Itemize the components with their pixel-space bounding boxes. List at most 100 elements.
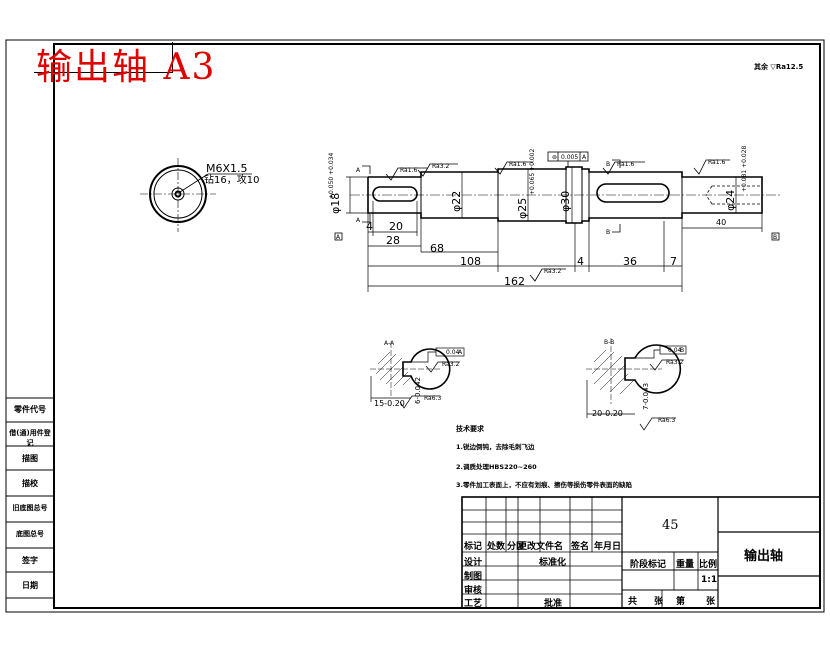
section-mark-b-bottom: B <box>606 229 610 236</box>
dim-d24-tol: +0.081 +0.028 <box>741 146 748 192</box>
section-aa-datum: A <box>458 349 463 356</box>
section-aa-r32: Ra3.2 <box>442 361 459 368</box>
roughness-labels: Ra1.6 Ra3.2 Ra1.6 Ra1.6 Ra1.6 Ra3.2 ⊚ 0.… <box>336 154 777 424</box>
section-bb-datum: B <box>680 347 684 354</box>
section-aa-tol: 0.04 <box>446 349 460 356</box>
strip-date: 日期 <box>22 581 38 590</box>
lbl-review: 审核 <box>464 586 483 596</box>
lbl-standard: 标准化 <box>539 558 567 568</box>
section-bb-tol: 0.04 <box>668 347 682 354</box>
section-aa-label: A-A <box>384 340 395 347</box>
tech-note-2: 2.调质处理HBS220~260 <box>456 463 537 471</box>
lbl-approve: 批准 <box>544 599 563 609</box>
roughness-16a: Ra1.6 <box>400 167 417 174</box>
shaft-labels: M6X1.5 钻16，攻10 20 4 28 68 108 4 36 7 162… <box>204 146 748 288</box>
strip-part-code: 零件代号 <box>14 405 46 414</box>
section-bb-label: B-B <box>604 339 614 346</box>
roughness-symbols <box>385 159 730 282</box>
tolerance-frame <box>547 151 589 167</box>
section-mark-b-top: B <box>606 161 610 168</box>
strip-trace-check: 描校 <box>22 479 38 488</box>
strip-common-register: 借(通)用件登记 <box>9 429 51 447</box>
datum-b-label: B <box>773 234 777 241</box>
dim-d25-tol: +0.065 +0.002 <box>529 149 536 195</box>
dim-d24: φ24 <box>724 190 737 211</box>
section-aa-drawing <box>370 342 465 409</box>
roughness-16c: Ra1.6 <box>617 161 634 168</box>
tech-note-3: 3.零件加工表面上，不应有划痕、擦伤等损伤零件表面的缺陷 <box>456 481 632 489</box>
section-aa-width: 15-0.20 <box>374 399 405 408</box>
hdr-zone: 分区 <box>507 542 526 552</box>
datum-markers <box>334 159 780 241</box>
lbl-page: 第 <box>676 597 686 607</box>
lbl-weight: 重量 <box>676 560 695 570</box>
roughness-16d: Ra1.6 <box>708 159 725 166</box>
dim-68: 68 <box>430 242 444 255</box>
tol-datum: A <box>582 154 587 161</box>
hdr-sign: 签名 <box>571 542 590 552</box>
tech-note-1: 1.锐边倒钝，去除毛刺飞边 <box>456 443 535 451</box>
roughness-32b: Ra3.2 <box>544 268 561 275</box>
left-strip-grid <box>6 397 54 599</box>
section-bb-r63: Ra6.3 <box>658 417 675 424</box>
tol-value: 0.005 <box>561 154 578 161</box>
dim-7: 7 <box>670 255 677 268</box>
section-bb-width: 20-0.20 <box>592 409 623 418</box>
dim-d18-tol: +0.050 +0.034 <box>328 153 335 199</box>
part-name: 输出轴 <box>744 549 784 564</box>
dim-d30: φ30 <box>559 191 572 212</box>
general-roughness: 其余 ▽Ra12.5 <box>754 63 804 71</box>
dim-20: 20 <box>389 220 403 233</box>
dim-36: 36 <box>623 255 637 268</box>
hdr-mark: 标记 <box>464 542 483 552</box>
lbl-stage: 阶段标记 <box>630 560 667 570</box>
strip-old-base-no: 旧底图总号 <box>12 504 48 512</box>
lbl-design: 设计 <box>464 558 483 568</box>
dim-4a: 4 <box>366 220 373 233</box>
section-bb-drawing <box>586 338 687 431</box>
dimension-lines <box>346 167 763 292</box>
section-bb-depth: 7-0.043 <box>642 383 650 410</box>
title-block-grid <box>461 496 821 609</box>
section-bb-r32: Ra3.2 <box>666 359 683 366</box>
lbl-sheet2: 张 <box>706 597 716 607</box>
scale-value: 1:1 <box>701 575 718 585</box>
hdr-date: 年月日 <box>594 542 622 552</box>
roughness-32a: Ra3.2 <box>432 163 449 170</box>
outer-border <box>5 39 825 613</box>
tol-symbol: ⊚ <box>552 154 557 161</box>
section-aa-r63: Ra6.3 <box>424 395 441 402</box>
dim-40: 40 <box>716 218 726 227</box>
dim-28: 28 <box>386 234 400 247</box>
lbl-process: 工艺 <box>464 599 483 609</box>
dim-108: 108 <box>460 255 481 268</box>
dim-d25: φ25 <box>516 198 529 219</box>
tech-notes-heading: 技术要求 <box>456 425 484 433</box>
dim-d18: φ18 <box>329 193 342 214</box>
hdr-change-doc: 更改文件名 <box>518 542 564 552</box>
datum-a-label: A <box>336 234 341 241</box>
lbl-total: 共 <box>628 597 638 607</box>
section-mark-a-bottom: A <box>356 217 361 224</box>
hole-thread-label: M6X1.5 <box>206 162 248 175</box>
lbl-scale: 比例 <box>699 560 718 570</box>
material-value: 45 <box>662 518 679 533</box>
hdr-count: 处数 <box>487 542 506 552</box>
section-mark-a-top: A <box>356 167 361 174</box>
end-view <box>140 158 252 232</box>
hole-depth-label: 钻16，攻10 <box>204 173 259 186</box>
title-stamp: 输出轴 A3 <box>36 47 217 88</box>
title-stamp-box <box>34 42 173 73</box>
inner-frame <box>53 43 821 609</box>
dim-162: 162 <box>504 275 525 288</box>
strip-tracing: 描图 <box>22 454 38 463</box>
dim-d22: φ22 <box>450 191 463 212</box>
section-aa-depth: 6-0.042 <box>414 377 422 404</box>
strip-base-no: 底图总号 <box>16 530 44 538</box>
roughness-16b: Ra1.6 <box>509 161 526 168</box>
lbl-sheets: 张 <box>654 597 664 607</box>
dim-4b: 4 <box>577 255 584 268</box>
strip-signature: 签字 <box>22 556 38 565</box>
